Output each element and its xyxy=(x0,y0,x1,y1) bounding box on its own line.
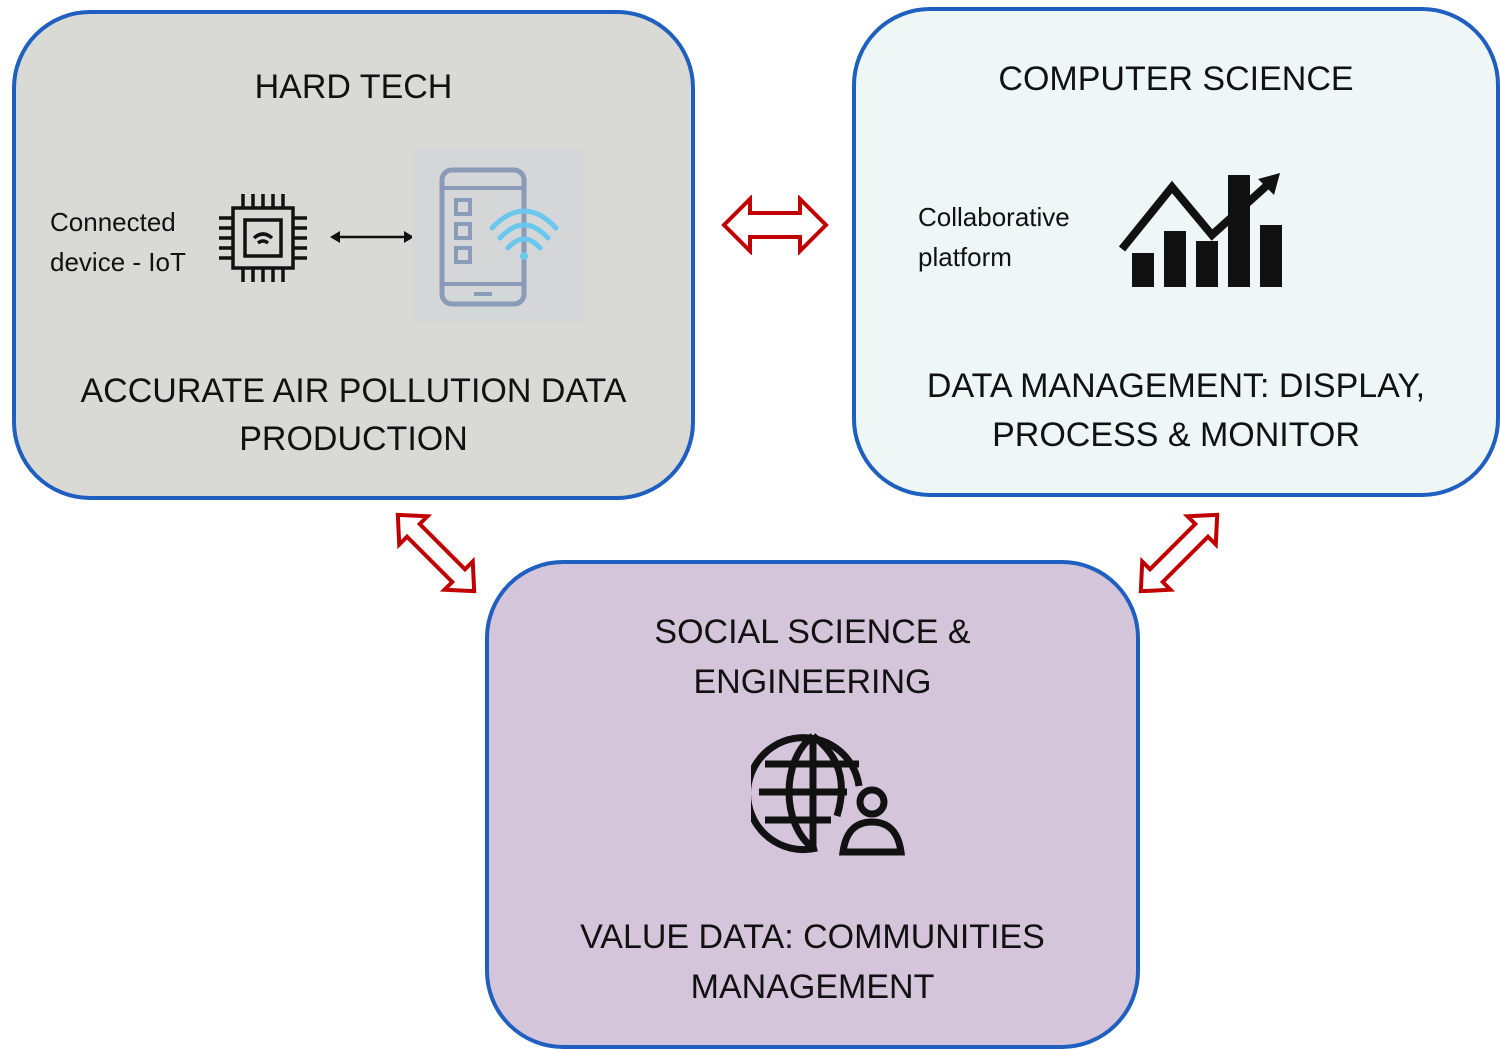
device-label-line2: device - IoT xyxy=(50,247,186,277)
hard-tech-title: HARD TECH xyxy=(254,68,453,106)
hardtech-social-double-arrow xyxy=(395,512,477,594)
chip-wifi-icon xyxy=(219,194,307,282)
computer-science-subtitle-line2: PROCESS & MONITOR xyxy=(992,416,1360,454)
phone-wifi-icon xyxy=(412,148,584,322)
growth-chart-icon xyxy=(1118,173,1282,287)
device-label-line1: Connected xyxy=(50,207,176,237)
computer-science-box: COMPUTER SCIENCE Collaborative platform … xyxy=(852,7,1500,497)
social-title-line1: SOCIAL SCIENCE & xyxy=(654,613,971,651)
computer-science-title: COMPUTER SCIENCE xyxy=(998,60,1354,98)
platform-label-line1: Collaborative xyxy=(918,202,1070,232)
platform-label-line2: platform xyxy=(918,242,1012,272)
hard-tech-subtitle-line1: ACCURATE AIR POLLUTION DATA xyxy=(80,372,627,410)
hard-tech-subtitle-line2: PRODUCTION xyxy=(239,420,468,458)
cs-social-double-arrow xyxy=(1138,512,1220,594)
double-arrow-icon xyxy=(330,231,414,243)
computer-science-subtitle-line1: DATA MANAGEMENT: DISPLAY, xyxy=(926,367,1426,405)
social-science-box: SOCIAL SCIENCE & ENGINEERING VALUE DATA:… xyxy=(485,560,1140,1049)
hardtech-cs-double-arrow xyxy=(721,195,829,255)
social-title-line2: ENGINEERING xyxy=(693,663,932,701)
social-subtitle-line1: VALUE DATA: COMMUNITIES xyxy=(580,918,1045,956)
globe-user-icon xyxy=(751,733,905,856)
social-subtitle-line2: MANAGEMENT xyxy=(690,968,935,1006)
hard-tech-box: HARD TECH Connected device - IoT xyxy=(12,10,695,500)
